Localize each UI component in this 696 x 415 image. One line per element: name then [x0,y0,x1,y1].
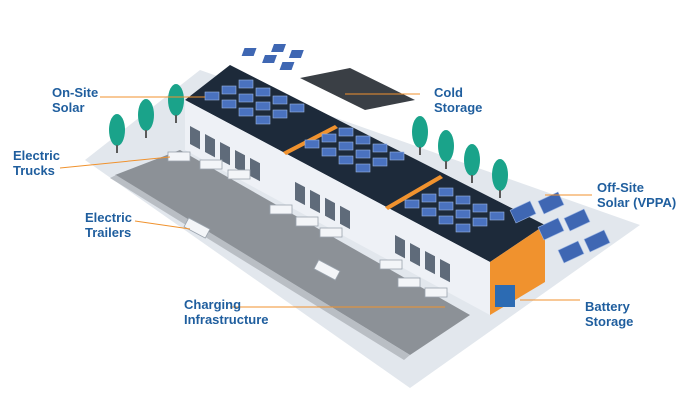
label-offsite-solar-line1: Off-Site [597,180,644,195]
yard-edge [110,175,410,360]
cold-storage-roof [300,68,415,110]
label-battery-storage: Battery Storage [585,299,633,329]
trees [109,84,508,191]
label-battery-line1: Battery [585,299,630,314]
label-electric-trailers-line2: Trailers [85,225,132,240]
label-offsite-solar-line2: Solar (VPPA) [597,195,677,210]
label-onsite-solar: On-Site Solar [52,85,98,115]
offsite-solar-field [509,191,611,264]
label-electric-trucks-line1: Electric [13,148,60,163]
label-onsite-solar-line2: Solar [52,100,85,115]
label-charging-line2: Infrastructure [184,312,269,327]
label-electric-trailers-line1: Electric [85,210,132,225]
label-charging-line1: Charging [184,297,242,312]
label-charging-infrastructure: Charging Infrastructure [184,297,269,327]
dock-doors [190,126,450,283]
label-cold-storage-line2: Storage [434,100,483,115]
label-offsite-solar: Off-Site Solar (VPPA) [597,180,676,210]
rooftop-solar-cluster-top [241,44,304,70]
label-cold-storage: Cold Storage [434,85,482,115]
roof-divider-2 [385,175,443,210]
label-cold-storage-line1: Cold [434,85,463,100]
label-electric-trailers: Electric Trailers [85,210,132,240]
battery-storage-unit [495,285,515,307]
roof-solar-panels [204,79,505,233]
electric-trucks [167,151,448,298]
electric-trailers [183,217,341,281]
label-battery-line2: Storage [585,314,634,329]
leader-electric-trailers [134,220,191,230]
tree-trunks [116,115,501,198]
label-onsite-solar-line1: On-Site [52,85,99,100]
leader-electric-trucks [59,156,171,169]
leader-lines [59,93,592,308]
label-electric-trucks: Electric Trucks [13,148,60,178]
truck-yard [115,150,470,355]
label-electric-trucks-line2: Trucks [13,163,55,178]
